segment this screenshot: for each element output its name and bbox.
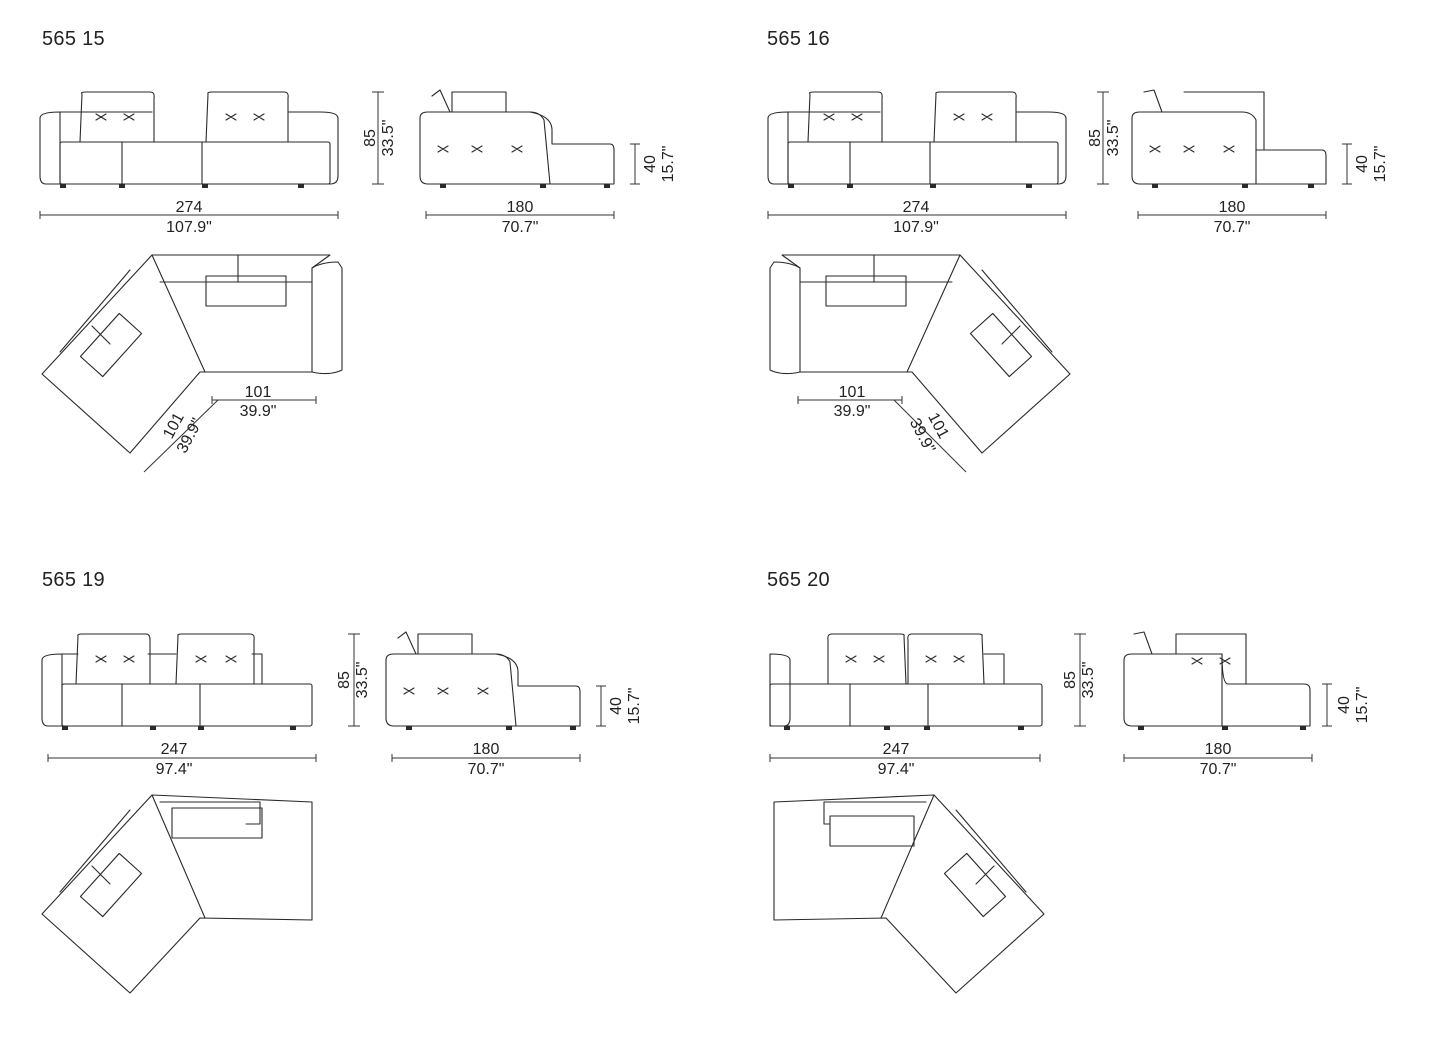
height-cm-label: 85 xyxy=(336,671,353,689)
seat-height-in-label: 15.7" xyxy=(1354,687,1371,724)
seat-height-dimension-line xyxy=(630,143,640,185)
plan-view xyxy=(41,794,313,994)
depth-cm-label: 180 xyxy=(473,741,500,758)
depth-cm-label: 180 xyxy=(1219,199,1246,216)
height-in-label: 33.5" xyxy=(380,120,397,157)
side-view xyxy=(1123,631,1311,730)
model-code: 565 15 xyxy=(42,28,105,50)
front-view xyxy=(39,91,339,189)
plan-dimension-line xyxy=(893,399,967,473)
front-view xyxy=(41,633,313,730)
width-cm-label: 274 xyxy=(176,199,203,216)
width-in-label: 107.9" xyxy=(893,219,939,236)
depth-in-label: 70.7" xyxy=(468,761,505,778)
height-in-label: 33.5" xyxy=(354,662,371,699)
side-view xyxy=(1131,89,1327,188)
width-in-label: 107.9" xyxy=(166,219,212,236)
plan-a-cm-label: 101 xyxy=(245,384,272,401)
height-cm-label: 85 xyxy=(362,129,379,147)
depth-dimension-line xyxy=(425,211,615,219)
plan-dimension-line xyxy=(143,399,219,473)
depth-cm-label: 180 xyxy=(507,199,534,216)
height-dimension-line xyxy=(1074,633,1086,727)
depth-in-label: 70.7" xyxy=(1200,761,1237,778)
front-view xyxy=(769,633,1043,730)
width-dimension-line xyxy=(769,754,1041,762)
side-view xyxy=(419,89,615,189)
width-in-label: 97.4" xyxy=(156,761,193,778)
model-code: 565 16 xyxy=(767,28,830,50)
depth-in-label: 70.7" xyxy=(502,219,539,236)
height-dimension-line xyxy=(1097,91,1109,185)
plan-dimension-line xyxy=(211,396,317,404)
seat-height-cm-label: 40 xyxy=(1336,696,1353,714)
width-cm-label: 247 xyxy=(161,741,188,758)
width-cm-label: 274 xyxy=(903,199,930,216)
seat-height-dimension-line xyxy=(1342,143,1352,185)
plan-a-in-label: 39.9" xyxy=(834,403,871,420)
seat-height-in-label: 15.7" xyxy=(1372,146,1389,183)
depth-dimension-line xyxy=(391,754,581,762)
seat-height-in-label: 15.7" xyxy=(660,146,677,183)
height-in-label: 33.5" xyxy=(1080,662,1097,699)
seat-height-cm-label: 40 xyxy=(642,155,659,173)
seat-height-in-label: 15.7" xyxy=(626,688,643,725)
height-in-label: 33.5" xyxy=(1105,120,1122,157)
height-dimension-line xyxy=(372,91,384,185)
width-cm-label: 247 xyxy=(883,741,910,758)
model-code: 565 20 xyxy=(767,569,830,591)
height-cm-label: 85 xyxy=(1087,129,1104,147)
model-code: 565 19 xyxy=(42,569,105,591)
plan-view xyxy=(773,794,1045,994)
seat-height-cm-label: 40 xyxy=(608,697,625,715)
plan-dimension-line xyxy=(797,396,903,404)
seat-height-cm-label: 40 xyxy=(1354,155,1371,173)
height-cm-label: 85 xyxy=(1062,671,1079,689)
depth-in-label: 70.7" xyxy=(1214,219,1251,236)
front-view xyxy=(767,91,1067,189)
depth-cm-label: 180 xyxy=(1205,741,1232,758)
depth-dimension-line xyxy=(1137,211,1327,219)
width-in-label: 97.4" xyxy=(878,761,915,778)
width-dimension-line xyxy=(39,211,339,219)
width-dimension-line xyxy=(47,754,317,762)
depth-dimension-line xyxy=(1123,754,1313,762)
width-dimension-line xyxy=(767,211,1067,219)
seat-height-dimension-line xyxy=(596,685,606,727)
side-view xyxy=(385,631,581,731)
plan-a-in-label: 39.9" xyxy=(240,403,277,420)
height-dimension-line xyxy=(348,633,360,727)
seat-height-dimension-line xyxy=(1322,683,1332,727)
plan-a-cm-label: 101 xyxy=(839,384,866,401)
